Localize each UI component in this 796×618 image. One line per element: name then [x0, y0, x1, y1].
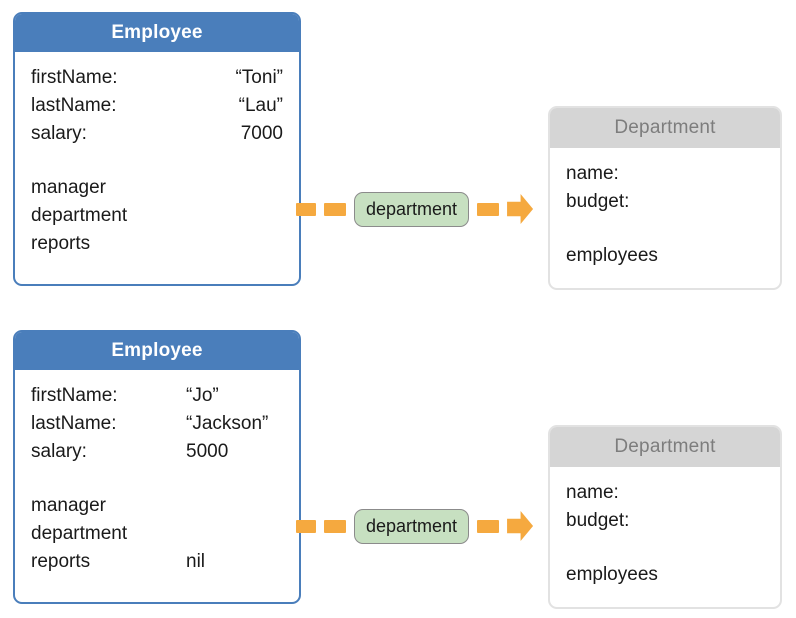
- object-box-title: Employee: [15, 14, 299, 52]
- object-box-employee-1[interactable]: Employee firstName: “Toni” lastName: “La…: [13, 12, 301, 286]
- slot-row: firstName: “Toni”: [31, 64, 283, 92]
- relation-name: manager: [31, 177, 106, 198]
- object-box-body: firstName: “Toni” lastName: “Lau” salary…: [15, 52, 299, 268]
- relation-name: employees: [566, 245, 658, 266]
- slot-name: lastName:: [31, 95, 117, 116]
- slot-group-separator: [31, 148, 283, 174]
- object-box-department-1[interactable]: Department name: budget: employees: [548, 106, 782, 290]
- arrow-head-icon: [507, 511, 534, 541]
- slot-row: firstName: “Jo”: [31, 382, 283, 410]
- connector-dash-segment: [324, 202, 346, 216]
- slot-name: name:: [566, 163, 619, 184]
- object-box-title: Employee: [15, 332, 299, 370]
- arrow-head-icon: [507, 194, 534, 224]
- slot-row: salary: 7000: [31, 120, 283, 148]
- slot-value: 5000: [186, 441, 229, 462]
- object-box-body: name: budget: employees: [550, 467, 780, 599]
- slot-value: “Lau”: [238, 95, 283, 116]
- object-box-employee-2[interactable]: Employee firstName: “Jo” lastName: “Jack…: [13, 330, 301, 604]
- connector-dash-segment: [296, 519, 316, 533]
- relation-name: department: [31, 523, 128, 544]
- object-box-title: Department: [550, 108, 780, 148]
- relation-row: department: [31, 202, 283, 230]
- relation-row: employees: [566, 242, 764, 270]
- connector-employee-2-department-2[interactable]: department: [296, 508, 534, 544]
- slot-row: budget:: [566, 188, 764, 216]
- slot-name: firstName:: [31, 67, 118, 88]
- relation-name: department: [31, 205, 128, 226]
- slot-name: budget:: [566, 191, 630, 212]
- slot-row: name:: [566, 160, 764, 188]
- slot-row: budget:: [566, 507, 764, 535]
- connector-employee-1-department-1[interactable]: department: [296, 191, 534, 227]
- relation-row: department: [31, 520, 283, 548]
- object-box-title: Department: [550, 427, 780, 467]
- slot-group-separator: [31, 466, 283, 492]
- slot-name: salary:: [31, 123, 87, 144]
- object-box-body: name: budget: employees: [550, 148, 780, 280]
- slot-name: name:: [566, 482, 619, 503]
- connector-dash-segment: [477, 202, 500, 216]
- slot-row: lastName: “Jackson”: [31, 410, 283, 438]
- slot-name: lastName:: [31, 413, 117, 434]
- slot-group-separator: [566, 216, 764, 242]
- relation-value: nil: [186, 551, 206, 572]
- relation-row: reports: [31, 230, 283, 258]
- relation-name: reports: [31, 233, 91, 254]
- slot-row: name:: [566, 479, 764, 507]
- object-box-department-2[interactable]: Department name: budget: employees: [548, 425, 782, 609]
- slot-value: 7000: [240, 123, 283, 144]
- slot-row: salary: 5000: [31, 438, 283, 466]
- slot-name: firstName:: [31, 385, 118, 406]
- slot-value: “Toni”: [235, 67, 283, 88]
- slot-name: budget:: [566, 510, 630, 531]
- connector-dash-segment: [296, 202, 316, 216]
- relation-row: reports nil: [31, 548, 283, 576]
- relation-label[interactable]: department: [354, 191, 470, 227]
- relation-name: reports: [31, 551, 91, 572]
- relation-name: manager: [31, 495, 106, 516]
- relation-label[interactable]: department: [354, 508, 470, 544]
- slot-name: salary:: [31, 441, 87, 462]
- slot-row: lastName: “Lau”: [31, 92, 283, 120]
- relation-row: employees: [566, 561, 764, 589]
- relation-row: manager: [31, 492, 283, 520]
- slot-group-separator: [566, 535, 764, 561]
- slot-value: “Jackson”: [186, 413, 269, 434]
- relation-name: employees: [566, 564, 658, 585]
- slot-value: “Jo”: [186, 385, 219, 406]
- connector-dash-segment: [324, 519, 346, 533]
- connector-dash-segment: [477, 519, 500, 533]
- object-box-body: firstName: “Jo” lastName: “Jackson” sala…: [15, 370, 299, 586]
- relation-row: manager: [31, 174, 283, 202]
